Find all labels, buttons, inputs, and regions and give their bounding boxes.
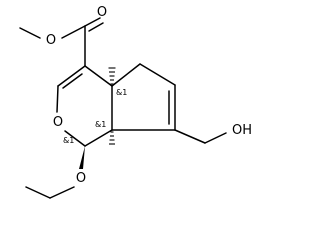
bond-c4a-c4	[84, 65, 113, 87]
bond-carbonyl-carbon-carbonyl-oxygen	[84, 17, 101, 27]
bond-c3-ring-oxygen	[56, 85, 59, 113]
bond-c4-c3	[57, 65, 86, 87]
structure-drawing: O O O O OH &1 &1 &1	[19, 5, 252, 199]
bond-c1-c7a	[84, 129, 113, 147]
hashed-bond-c7a-h	[109, 131, 115, 145]
bond-ethoxy-oxygen-ethyl	[49, 186, 75, 199]
bond-methoxy-oxygen-carbonyl-carbon	[61, 25, 86, 39]
ring-oxygen-label: O	[53, 115, 63, 130]
bond-c7-ch2	[174, 129, 206, 144]
bond-methyl-methoxy-oxygen	[19, 27, 41, 39]
wedge-bond-c1-ethoxy-oxygen	[79, 146, 85, 169]
bond-carbonyl-double-line	[88, 22, 104, 32]
bond-ethyl-methyl	[25, 186, 51, 199]
stereo-label-c4a: &1	[116, 88, 127, 97]
stereo-label-c7a: &1	[95, 120, 106, 129]
ethoxy-oxygen-label: O	[76, 171, 86, 186]
ester-methoxy-oxygen-label: O	[46, 33, 56, 48]
bond-c5-c6	[139, 63, 176, 86]
bond-c4a-c5	[111, 63, 141, 87]
bond-c4-c3-double-line	[62, 73, 83, 89]
hydroxyl-label: OH	[232, 123, 252, 138]
bond-ch2-oh	[204, 132, 227, 144]
molecule-diagram: O O O O OH &1 &1 &1	[19, 5, 253, 199]
bond-ring-oxygen-c1	[64, 130, 86, 147]
hashed-bond-c4a-h	[108, 67, 116, 85]
stereo-label-c1: &1	[63, 136, 74, 145]
ester-carbonyl-oxygen-label: O	[97, 5, 107, 20]
